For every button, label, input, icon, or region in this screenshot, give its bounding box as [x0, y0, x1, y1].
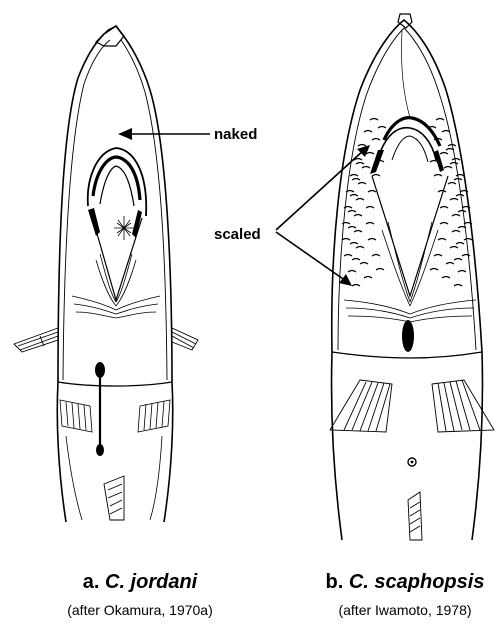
caption-a-species: C. jordani	[105, 571, 197, 593]
left-light-organ-front	[95, 362, 105, 378]
caption-a-letter: a.	[83, 571, 100, 593]
left-snout-tip	[96, 26, 124, 46]
right-lower-jaw	[384, 118, 440, 146]
caption-a-title: a. C. jordani	[60, 570, 220, 594]
left-lower-jaw-dark	[93, 157, 140, 200]
left-fish-drawing	[14, 26, 198, 522]
caption-b: b. C. scaphopsis (after Iwamoto, 1978)	[310, 570, 500, 620]
caption-b-title: b. C. scaphopsis	[310, 570, 500, 594]
left-gill-lines	[72, 254, 160, 318]
right-body-shoulders	[332, 352, 482, 358]
left-anus	[96, 444, 104, 456]
left-body-shoulders	[58, 382, 172, 386]
right-scales-left	[342, 119, 386, 287]
left-gular-star	[114, 216, 134, 240]
scaled-arrowhead-lower	[339, 274, 352, 286]
left-snout-inner-outline	[63, 40, 167, 380]
caption-b-source: (after Iwamoto, 1978)	[310, 600, 500, 620]
right-gill-lines	[344, 222, 476, 322]
naked-annotation: naked	[118, 126, 257, 143]
left-pectoral-fin-left	[14, 328, 58, 352]
left-lower-jaw-inner	[100, 166, 134, 206]
left-belly-line	[66, 436, 162, 520]
right-jaw-wedge-left	[370, 150, 384, 174]
right-scales-right	[428, 119, 472, 287]
naked-arrowhead	[118, 128, 132, 140]
naked-label: naked	[214, 126, 257, 143]
right-gular-v	[372, 176, 448, 296]
left-anal-fin	[104, 476, 124, 520]
caption-a: a. C. jordani (after Okamura, 1970a)	[60, 570, 220, 620]
right-pelvic-fin-right	[432, 380, 494, 432]
right-lower-jaw-inner2	[392, 136, 428, 162]
left-snout-outline	[58, 26, 172, 382]
right-snout-midline	[401, 30, 410, 118]
right-anal-fin	[408, 492, 422, 540]
left-pelvic-fin-left	[60, 400, 92, 432]
right-anus-dot	[411, 461, 414, 464]
scaled-label: scaled	[214, 226, 261, 243]
caption-a-source: (after Okamura, 1970a)	[60, 600, 220, 620]
left-pectoral-fin-right	[172, 328, 198, 350]
scaled-annotation: scaled	[214, 145, 370, 286]
left-pelvic-fin-right	[138, 400, 170, 432]
right-fish-drawing	[330, 14, 494, 540]
caption-b-species: C. scaphopsis	[349, 571, 485, 593]
right-light-organ	[402, 320, 414, 352]
caption-b-letter: b.	[326, 571, 344, 593]
right-pelvic-fin-left	[330, 380, 392, 432]
